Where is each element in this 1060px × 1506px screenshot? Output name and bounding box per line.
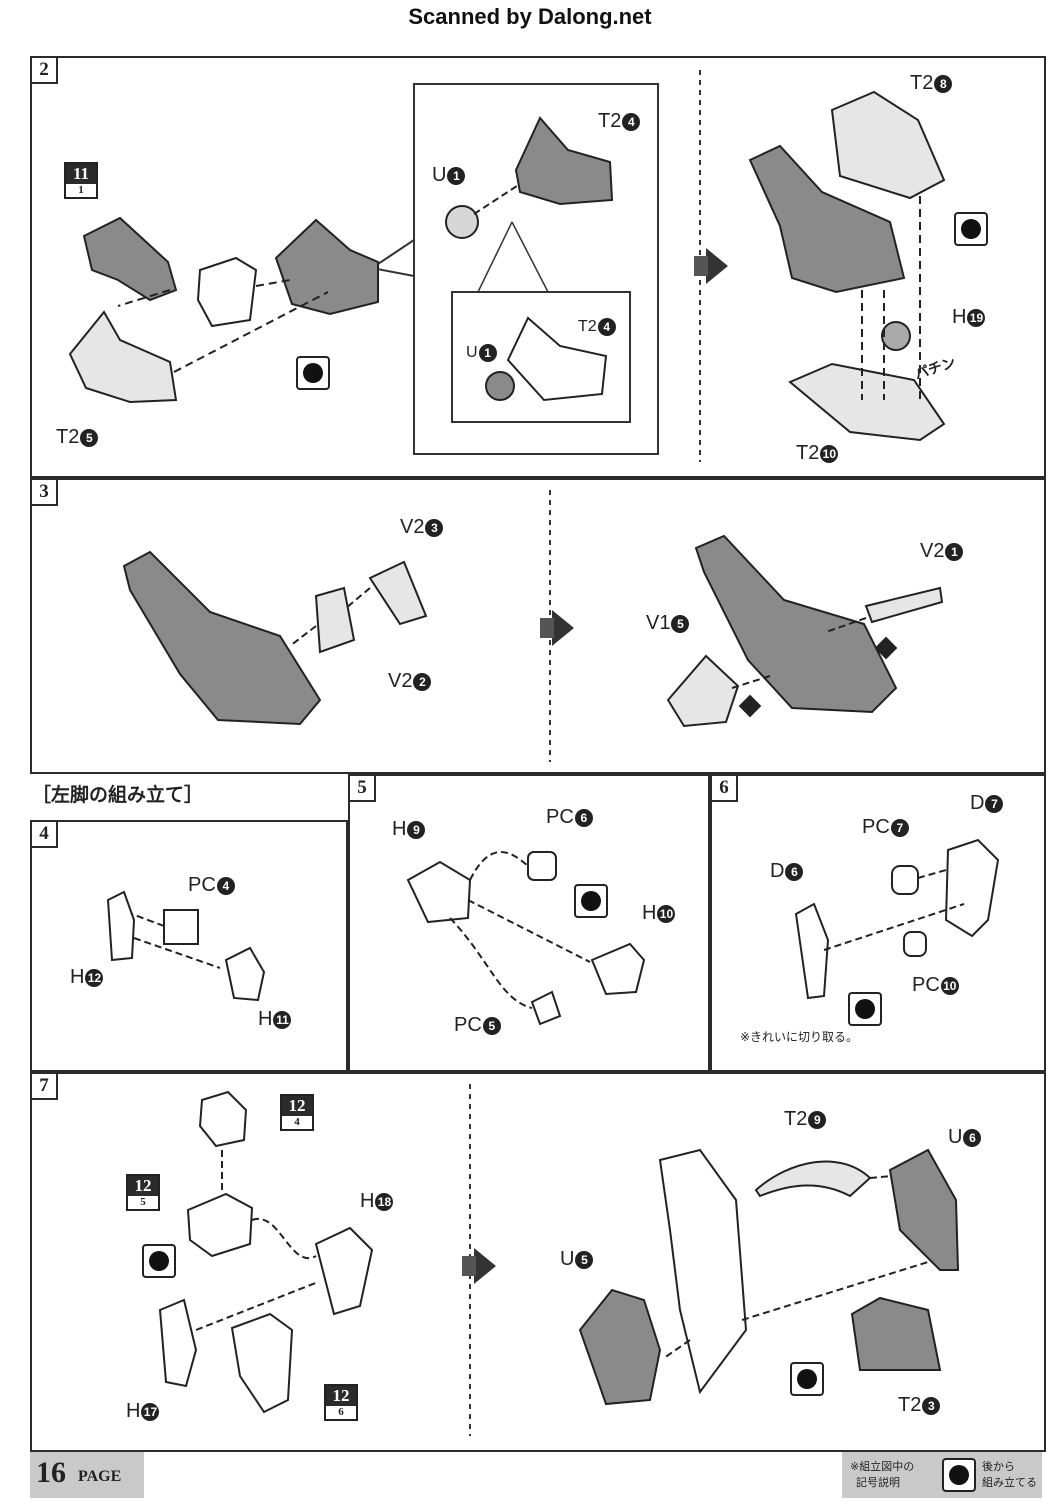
next-arrow-icon (540, 610, 574, 646)
page-number-box: 16 PAGE (30, 1452, 144, 1498)
assemble-later-icon (954, 212, 988, 246)
step-7-panel: 7 (30, 1072, 1046, 1452)
next-arrow-icon (462, 1248, 496, 1284)
step-number: 2 (32, 58, 58, 84)
symbol-legend: ※組立図中の 記号説明 後から 組み立てる (842, 1452, 1042, 1498)
step-number: 3 (32, 480, 58, 506)
step-4-panel: 4 (30, 820, 348, 1072)
legend-title-line1: ※組立図中の (850, 1460, 915, 1473)
assemble-later-icon (574, 884, 608, 918)
next-arrow-icon (694, 248, 728, 284)
step-number: 7 (32, 1074, 58, 1100)
step-number: 6 (712, 776, 738, 802)
left-leg-heading: ［左脚の組み立て］ (32, 784, 204, 806)
assemble-later-icon (848, 992, 882, 1026)
cut-cleanly-note: ※きれいに切り取る。 (740, 1030, 859, 1044)
legend-desc-line2: 組み立てる (982, 1476, 1037, 1489)
assemble-later-icon (142, 1244, 176, 1278)
page-label: PAGE (78, 1468, 122, 1485)
page-number: 16 (36, 1456, 66, 1489)
assemble-later-icon (296, 356, 330, 390)
assemble-later-icon (942, 1458, 976, 1492)
step-number: 4 (32, 822, 58, 848)
watermark-text: Scanned by Dalong.net (408, 4, 652, 29)
legend-desc-line1: 後から (982, 1460, 1015, 1473)
assemble-later-icon (790, 1362, 824, 1396)
legend-title-line2: 記号説明 (856, 1476, 900, 1489)
step-number: 5 (350, 776, 376, 802)
